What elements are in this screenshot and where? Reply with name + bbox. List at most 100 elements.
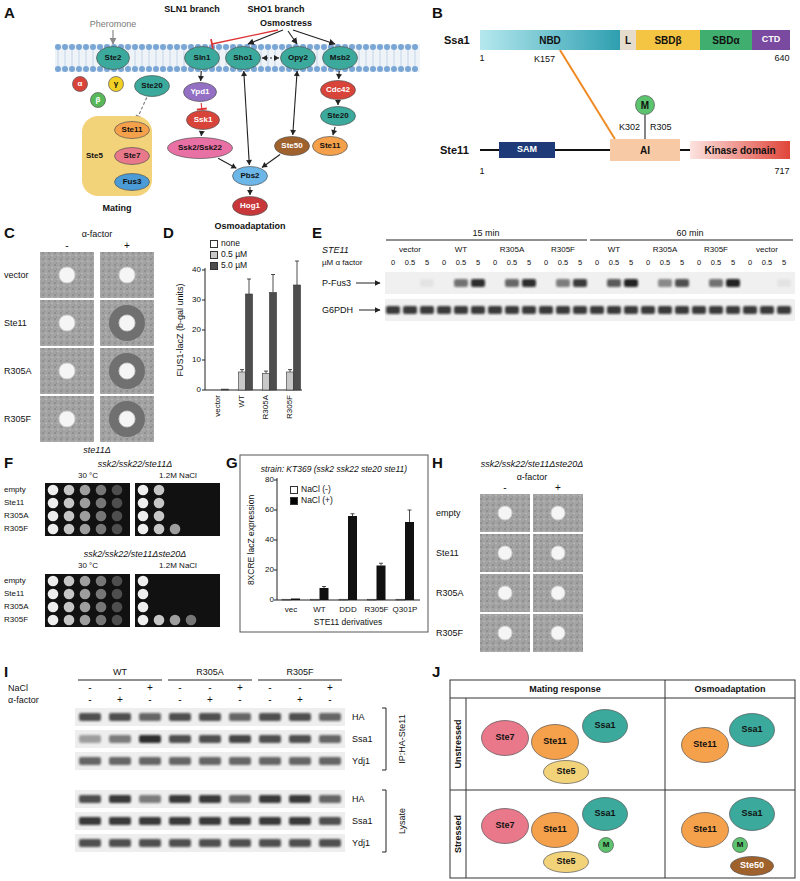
- arrow-head: [231, 163, 237, 168]
- ellipse-fill: [321, 107, 356, 126]
- domain-box: CTD: [752, 30, 790, 50]
- ellipse-fill: [185, 47, 220, 70]
- connector-line: [293, 71, 297, 135]
- tick: [202, 330, 205, 331]
- error-bar: [249, 279, 250, 294]
- text-label: R305A: [196, 667, 224, 677]
- connector: [336, 71, 342, 79]
- text-label: 0: [391, 259, 395, 268]
- filter-disc: [119, 267, 135, 283]
- yeast-spot: [138, 589, 149, 600]
- lipid-tail: [394, 50, 395, 66]
- tick: [274, 540, 277, 541]
- band: [229, 735, 251, 743]
- band: [403, 306, 417, 314]
- yeast-spot: [112, 498, 123, 509]
- band: [420, 279, 434, 287]
- node-label: Ypd1: [190, 88, 209, 97]
- text-label: R305F: [286, 667, 313, 677]
- text-label: R305F: [4, 615, 28, 624]
- lipid-head: [181, 44, 187, 50]
- text-label: R305F: [364, 605, 388, 614]
- text-label: empty: [4, 485, 26, 494]
- yeast-spot: [112, 602, 123, 613]
- band: [319, 839, 341, 847]
- bar: [320, 588, 329, 600]
- yeast-spot: [154, 485, 165, 496]
- plate-speckle: [533, 574, 583, 612]
- lipid-tail: [65, 50, 66, 66]
- ellipse-fill: [532, 813, 579, 848]
- text-label: -: [238, 694, 241, 706]
- node-label: Ssk1: [194, 116, 213, 125]
- arrow-head: [262, 162, 268, 167]
- bracket: [382, 708, 386, 770]
- band: [169, 757, 191, 765]
- text-label: WT: [455, 245, 467, 254]
- bar: [291, 599, 300, 601]
- node-label: Ste11: [320, 142, 341, 151]
- lipid-tail: [135, 50, 136, 66]
- panel-letter: I: [4, 663, 8, 680]
- node-label: Ssa1: [594, 809, 615, 819]
- band: [109, 817, 131, 825]
- text-label: 1: [479, 166, 484, 176]
- yeast-spot: [80, 524, 91, 535]
- band: [386, 306, 400, 314]
- filter-disc: [551, 586, 565, 600]
- plate-speckle: [480, 534, 530, 572]
- text-label: DDD: [339, 605, 356, 614]
- y-axis: [205, 268, 206, 390]
- text-label: Ssa1: [444, 34, 470, 47]
- node-label: Ste11: [543, 737, 567, 747]
- text-label: SHO1 branch: [247, 4, 304, 14]
- blot: [385, 272, 795, 294]
- text-label: 0.5: [609, 259, 619, 268]
- plate-image: [533, 574, 583, 612]
- text-label: Ydj1: [352, 756, 370, 766]
- yeast-spot: [154, 524, 165, 535]
- lipid-head: [174, 44, 180, 50]
- spot-plate: [45, 574, 130, 627]
- text-label: R305A: [4, 366, 32, 376]
- lipid-head: [83, 44, 89, 50]
- text-label: 1: [479, 53, 484, 63]
- ellipse-fill: [682, 813, 729, 848]
- ellipse-fill: [733, 838, 748, 853]
- panel-letter: H: [432, 454, 443, 471]
- lipid-head: [76, 44, 82, 50]
- lipid-head: [272, 44, 278, 50]
- node-label: Ste7: [495, 821, 514, 831]
- text-label: Osmoadaptation: [694, 684, 765, 694]
- text-label: 0: [544, 259, 548, 268]
- filter-disc: [119, 411, 135, 427]
- lipid-head: [384, 44, 390, 50]
- band: [522, 306, 536, 314]
- complex-protein: Ste7: [481, 808, 529, 844]
- band: [539, 306, 553, 314]
- lipid-head: [146, 66, 152, 72]
- lipid-head: [139, 66, 145, 72]
- lipid-head: [377, 44, 383, 50]
- bracket-line: [386, 240, 587, 241]
- arrow-head: [294, 71, 300, 76]
- text-label: 40: [265, 535, 274, 544]
- lipid-head: [216, 66, 222, 72]
- filter-disc: [59, 363, 75, 379]
- lipid-head: [363, 44, 369, 50]
- lipid-head: [321, 66, 327, 72]
- band: [658, 279, 672, 287]
- lipid-tail: [415, 50, 416, 66]
- bar: [287, 372, 294, 390]
- text-label: Lysate: [397, 808, 407, 834]
- ellipse-fill: [168, 138, 233, 159]
- grid-line: [450, 790, 795, 791]
- complex-protein: Ssa1: [729, 797, 775, 831]
- tick: [202, 270, 205, 271]
- text-label: R305: [650, 122, 672, 132]
- node-label: Ssk2/Ssk22: [178, 144, 222, 153]
- band: [709, 279, 723, 287]
- yeast-spot: [96, 602, 107, 613]
- plate-speckle: [100, 396, 154, 442]
- legend-swatch: [290, 497, 298, 505]
